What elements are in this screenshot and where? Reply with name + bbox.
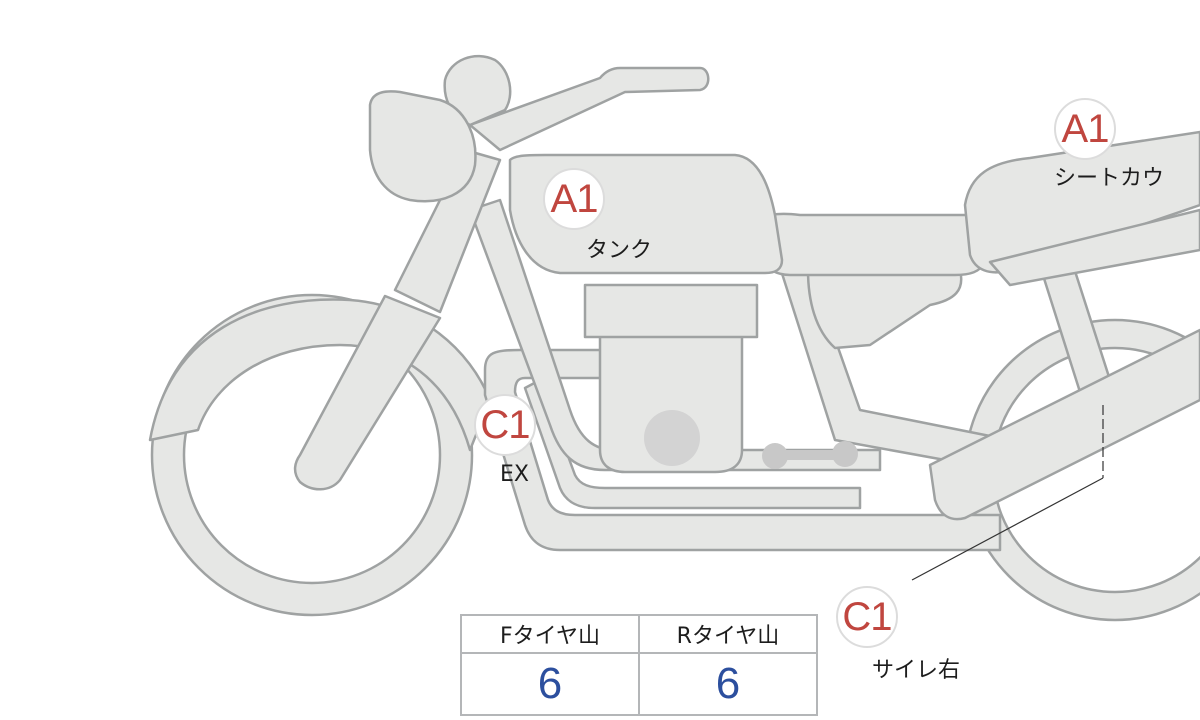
front-tyre-header: Fタイヤ山 (460, 614, 640, 654)
seat (753, 212, 987, 277)
label-seat-cowl: シートカウ (1054, 166, 1165, 191)
handlebar (468, 66, 710, 152)
front-fork (293, 294, 442, 491)
rear-subframe (988, 208, 1200, 287)
headlight (368, 90, 477, 203)
engine (583, 283, 759, 474)
front-tyre-value: 6 (460, 652, 640, 716)
code-badge-exhaust: C1 (474, 394, 536, 456)
label-exhaust: EX (500, 462, 529, 487)
side-cover (806, 268, 963, 350)
leader-line (911, 405, 1104, 581)
exhaust-pipe-upper (523, 378, 862, 510)
rear-tyre-value: 6 (638, 652, 818, 716)
label-tank: タンク (586, 238, 653, 263)
code-badge-silencer: C1 (836, 586, 898, 648)
label-silencer: サイレ右 (872, 658, 961, 683)
code-badge-seat-cowl: A1 (1054, 98, 1116, 160)
rear-tyre-header: Rタイヤ山 (638, 614, 818, 654)
seat-cowl (963, 130, 1200, 274)
code-badge-tank: A1 (543, 168, 605, 230)
frame-downtube (468, 198, 882, 472)
tyre-tread-table: Fタイヤ山 Rタイヤ山 6 6 (460, 614, 818, 716)
footpeg (762, 441, 858, 469)
muffler (928, 328, 1200, 521)
